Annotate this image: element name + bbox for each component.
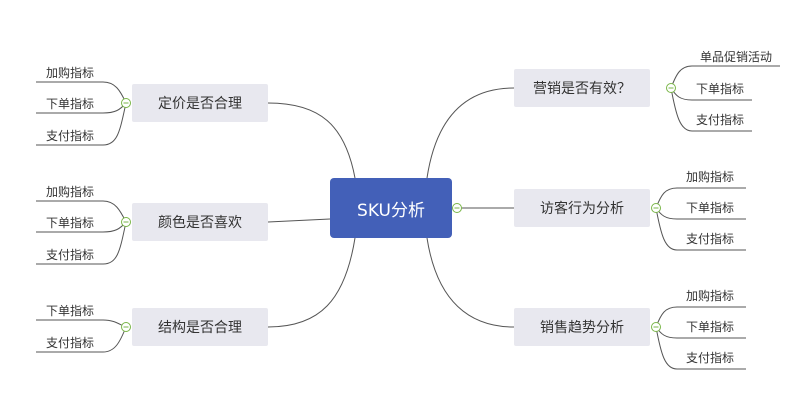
leaf-topic[interactable]: 下单指标 bbox=[685, 320, 734, 334]
leaf-topic[interactable]: 加购指标 bbox=[45, 66, 94, 80]
leaf-topic[interactable]: 支付指标 bbox=[45, 248, 94, 262]
leaf-topic[interactable]: 单品促销活动 bbox=[699, 50, 772, 64]
leaf-topic[interactable]: 支付指标 bbox=[45, 336, 94, 350]
central-topic[interactable]: SKU分析 bbox=[330, 178, 452, 238]
leaf-topic[interactable]: 下单指标 bbox=[45, 304, 94, 318]
leaf-topic[interactable]: 下单指标 bbox=[695, 82, 744, 96]
branch-marketing[interactable]: 营销是否有效？ bbox=[514, 69, 650, 107]
branch-sales[interactable]: 销售趋势分析 bbox=[514, 308, 650, 346]
leaf-topic[interactable]: 下单指标 bbox=[45, 216, 94, 230]
leaf-topic[interactable]: 加购指标 bbox=[45, 185, 94, 199]
branch-visitor[interactable]: 访客行为分析 bbox=[514, 189, 650, 227]
leaf-topic[interactable]: 支付指标 bbox=[45, 129, 94, 143]
leaf-topic[interactable]: 下单指标 bbox=[45, 97, 94, 111]
leaf-topic[interactable]: 支付指标 bbox=[685, 351, 734, 365]
leaf-topic[interactable]: 加购指标 bbox=[685, 170, 734, 184]
branch-pricing[interactable]: 定价是否合理 bbox=[132, 84, 268, 122]
leaf-topic[interactable]: 支付指标 bbox=[695, 113, 744, 127]
leaf-topic[interactable]: 下单指标 bbox=[685, 201, 734, 215]
branch-color[interactable]: 颜色是否喜欢 bbox=[132, 203, 268, 241]
leaf-topic[interactable]: 支付指标 bbox=[685, 232, 734, 246]
branch-structure[interactable]: 结构是否合理 bbox=[132, 308, 268, 346]
leaf-topic[interactable]: 加购指标 bbox=[685, 289, 734, 303]
